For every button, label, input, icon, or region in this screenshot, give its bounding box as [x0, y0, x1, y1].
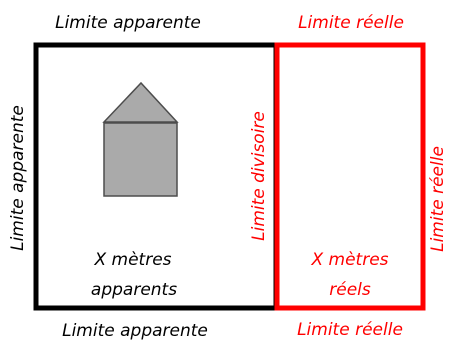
house-roof: [102, 81, 179, 123]
top-apparent-label: Limite apparente: [55, 13, 201, 33]
bottom-apparent-label: Limite apparente: [62, 321, 208, 341]
left-apparent-label: Limite apparente: [8, 105, 28, 251]
right-real-label: Limite réelle: [428, 146, 448, 252]
real-parcel-boundary: [274, 42, 426, 311]
house-body: [103, 122, 178, 197]
bottom-real-label: Limite réelle: [297, 320, 403, 340]
apparent-area-line2: apparents: [91, 280, 177, 300]
real-area-line1: X mètres: [310, 250, 388, 270]
apparent-area-line1: X mètres: [93, 250, 171, 270]
top-real-label: Limite réelle: [298, 13, 404, 33]
real-area-line2: réels: [329, 280, 371, 300]
house-icon: [102, 81, 179, 197]
divider-label: Limite divisoire: [249, 111, 269, 241]
